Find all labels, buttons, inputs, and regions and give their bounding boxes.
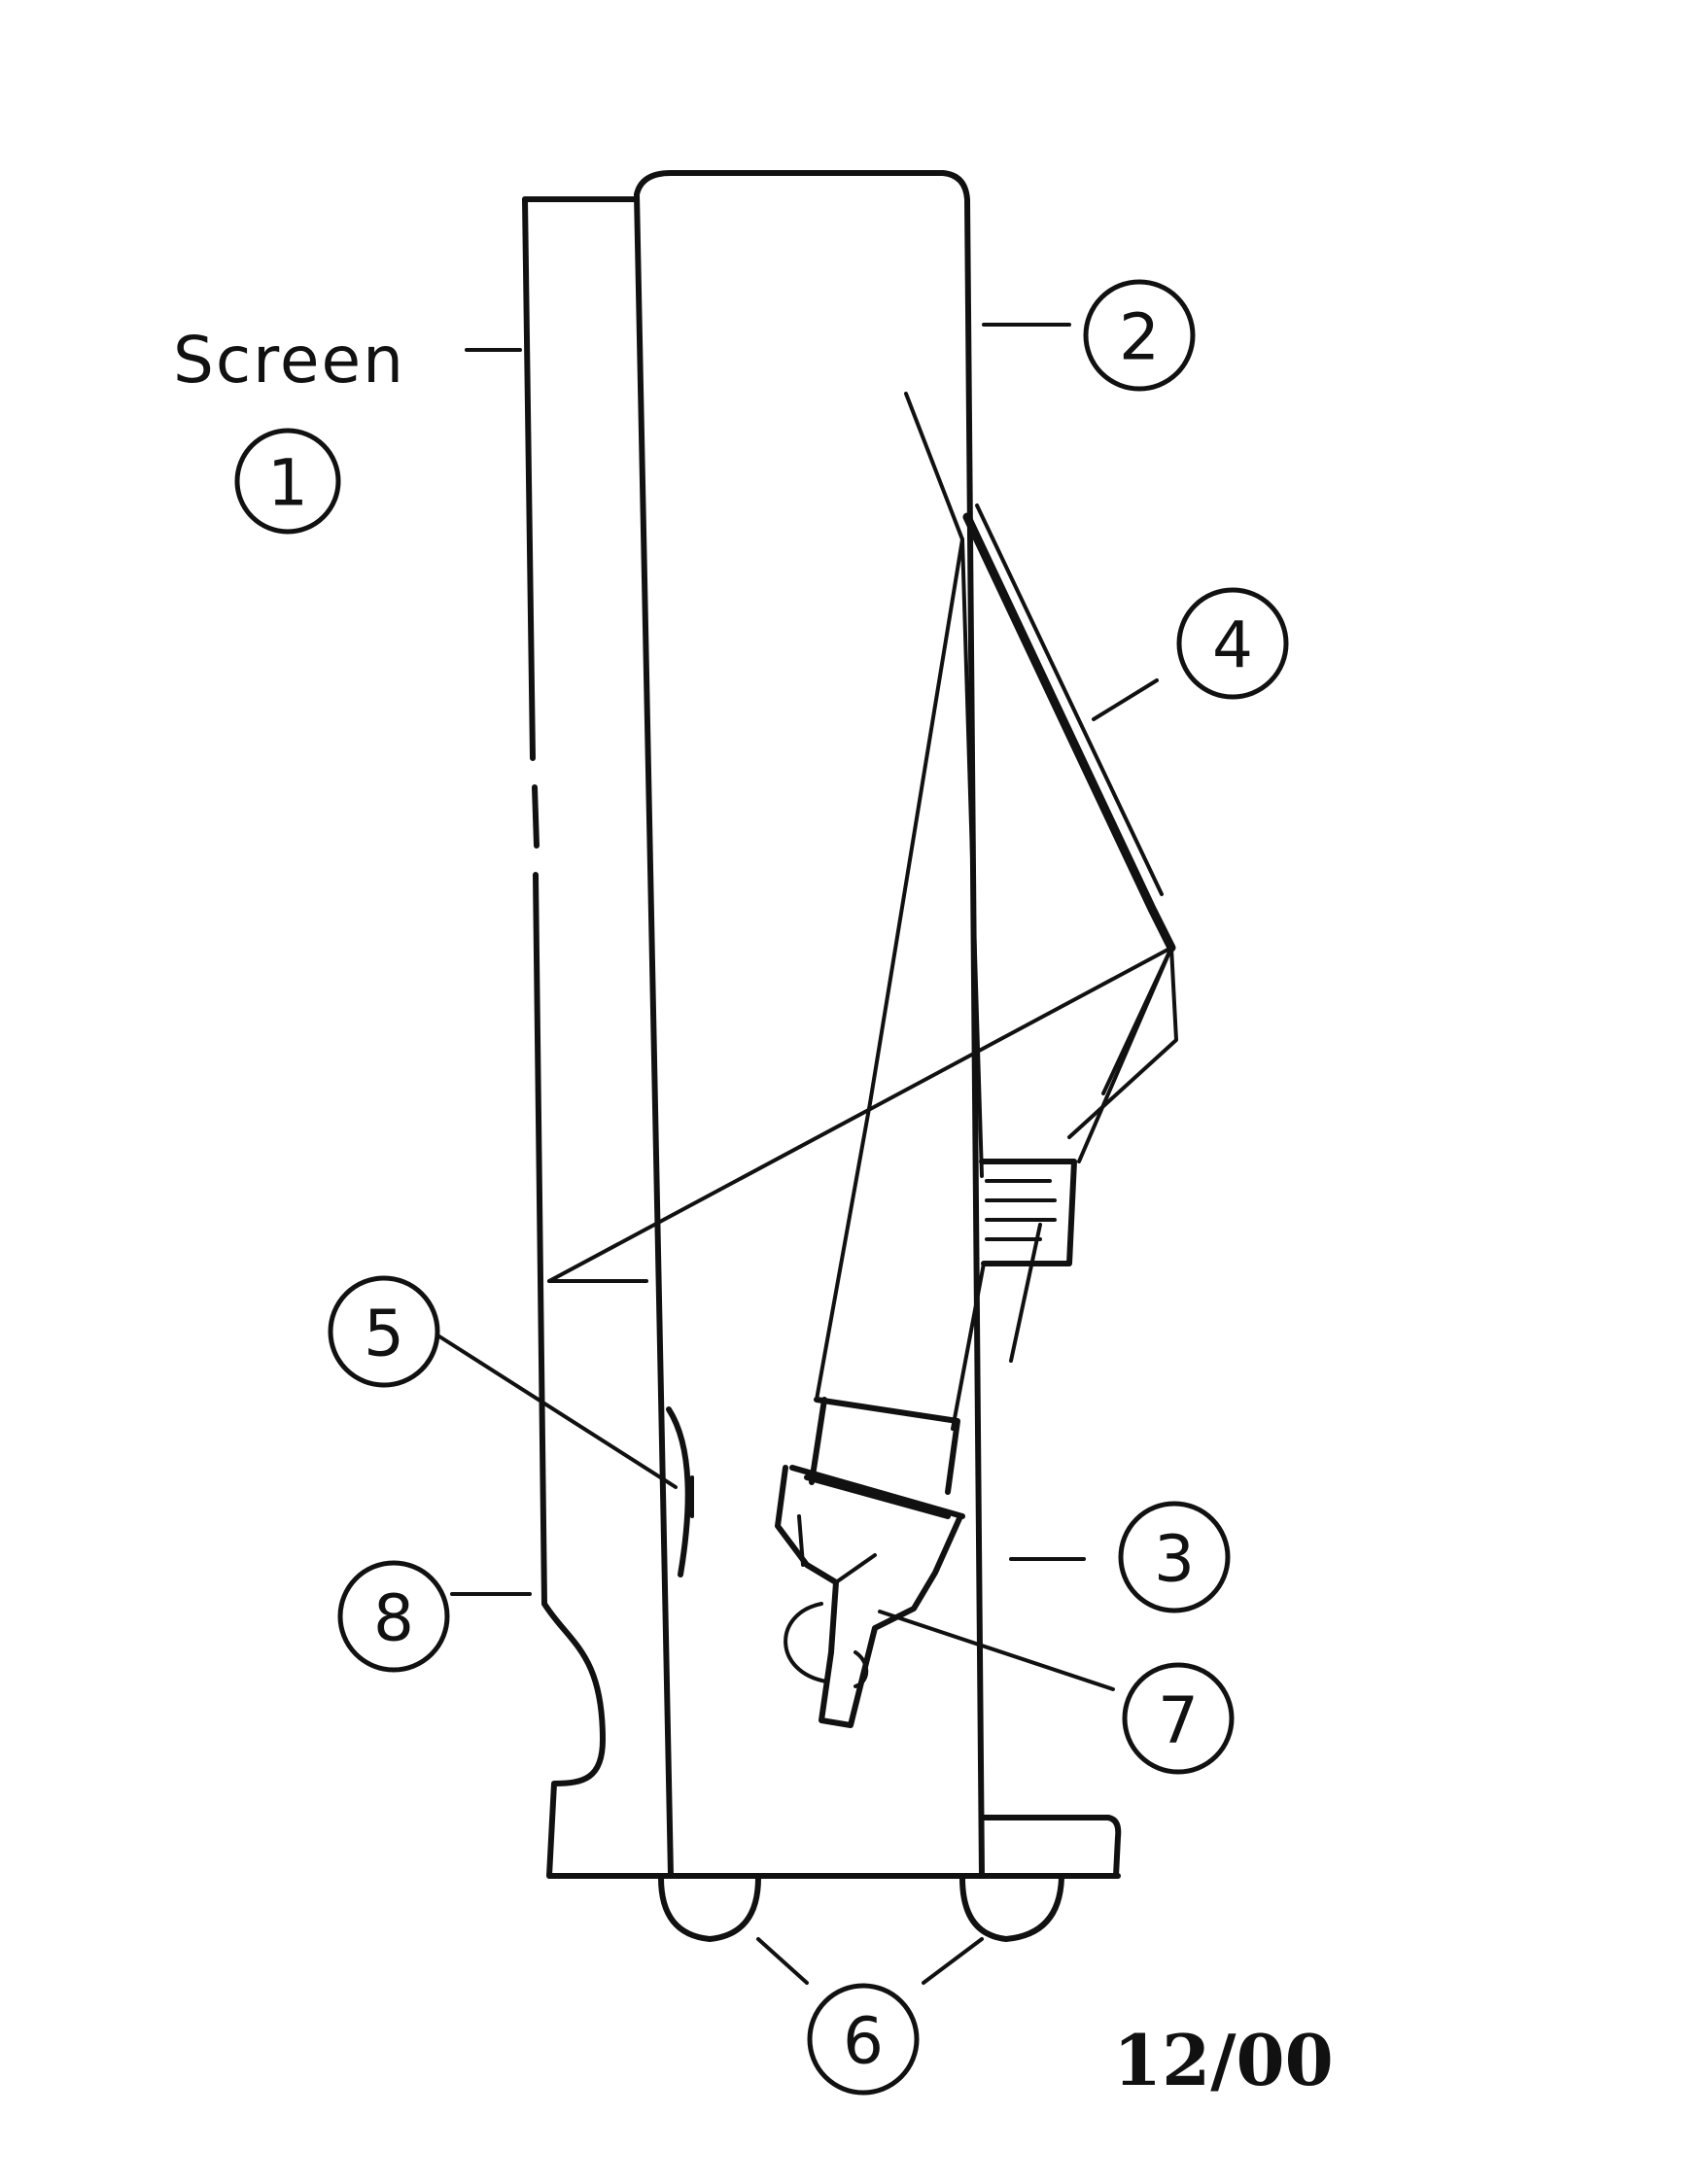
callout-2: 2	[1083, 279, 1196, 392]
callout-number: 5	[364, 1297, 404, 1371]
callout-1: 1	[234, 428, 341, 535]
projector-unit	[775, 1101, 965, 1728]
callout-3: 3	[1118, 1501, 1231, 1613]
leader-lines	[437, 323, 1159, 1985]
cabinet-body	[634, 170, 1122, 1879]
screen-label: Screen	[173, 323, 405, 398]
callout-number: 3	[1154, 1522, 1195, 1597]
callout-number: 6	[843, 2004, 884, 2079]
callout-7: 7	[1122, 1662, 1235, 1775]
projection-beams	[547, 537, 1173, 1283]
callout-circle	[1122, 1662, 1235, 1775]
callout-circle	[1176, 587, 1289, 700]
caster-wheels	[658, 1875, 1064, 1942]
callout-number: 4	[1212, 608, 1253, 683]
callout-number: 8	[373, 1581, 414, 1656]
callout-circle	[1118, 1501, 1231, 1613]
callout-circle	[807, 1983, 920, 2096]
callout-circle	[337, 1560, 450, 1673]
callout-number: 7	[1158, 1683, 1199, 1758]
mirror-assembly	[904, 392, 1178, 1163]
callout-6: 6	[807, 1983, 920, 2096]
callout-number: 1	[267, 446, 308, 521]
callout-8: 8	[337, 1560, 450, 1673]
screen-panel	[522, 196, 656, 1879]
heat-sink	[951, 1159, 1077, 1431]
callout-4: 4	[1176, 587, 1289, 700]
callout-circle	[1083, 279, 1196, 392]
date-code: 12/00	[1113, 2019, 1334, 2101]
callout-circle	[234, 428, 341, 535]
callout-number: 2	[1119, 300, 1160, 375]
callout-circle	[328, 1275, 440, 1388]
callout-5: 5	[328, 1275, 440, 1388]
speaker	[666, 1406, 694, 1577]
